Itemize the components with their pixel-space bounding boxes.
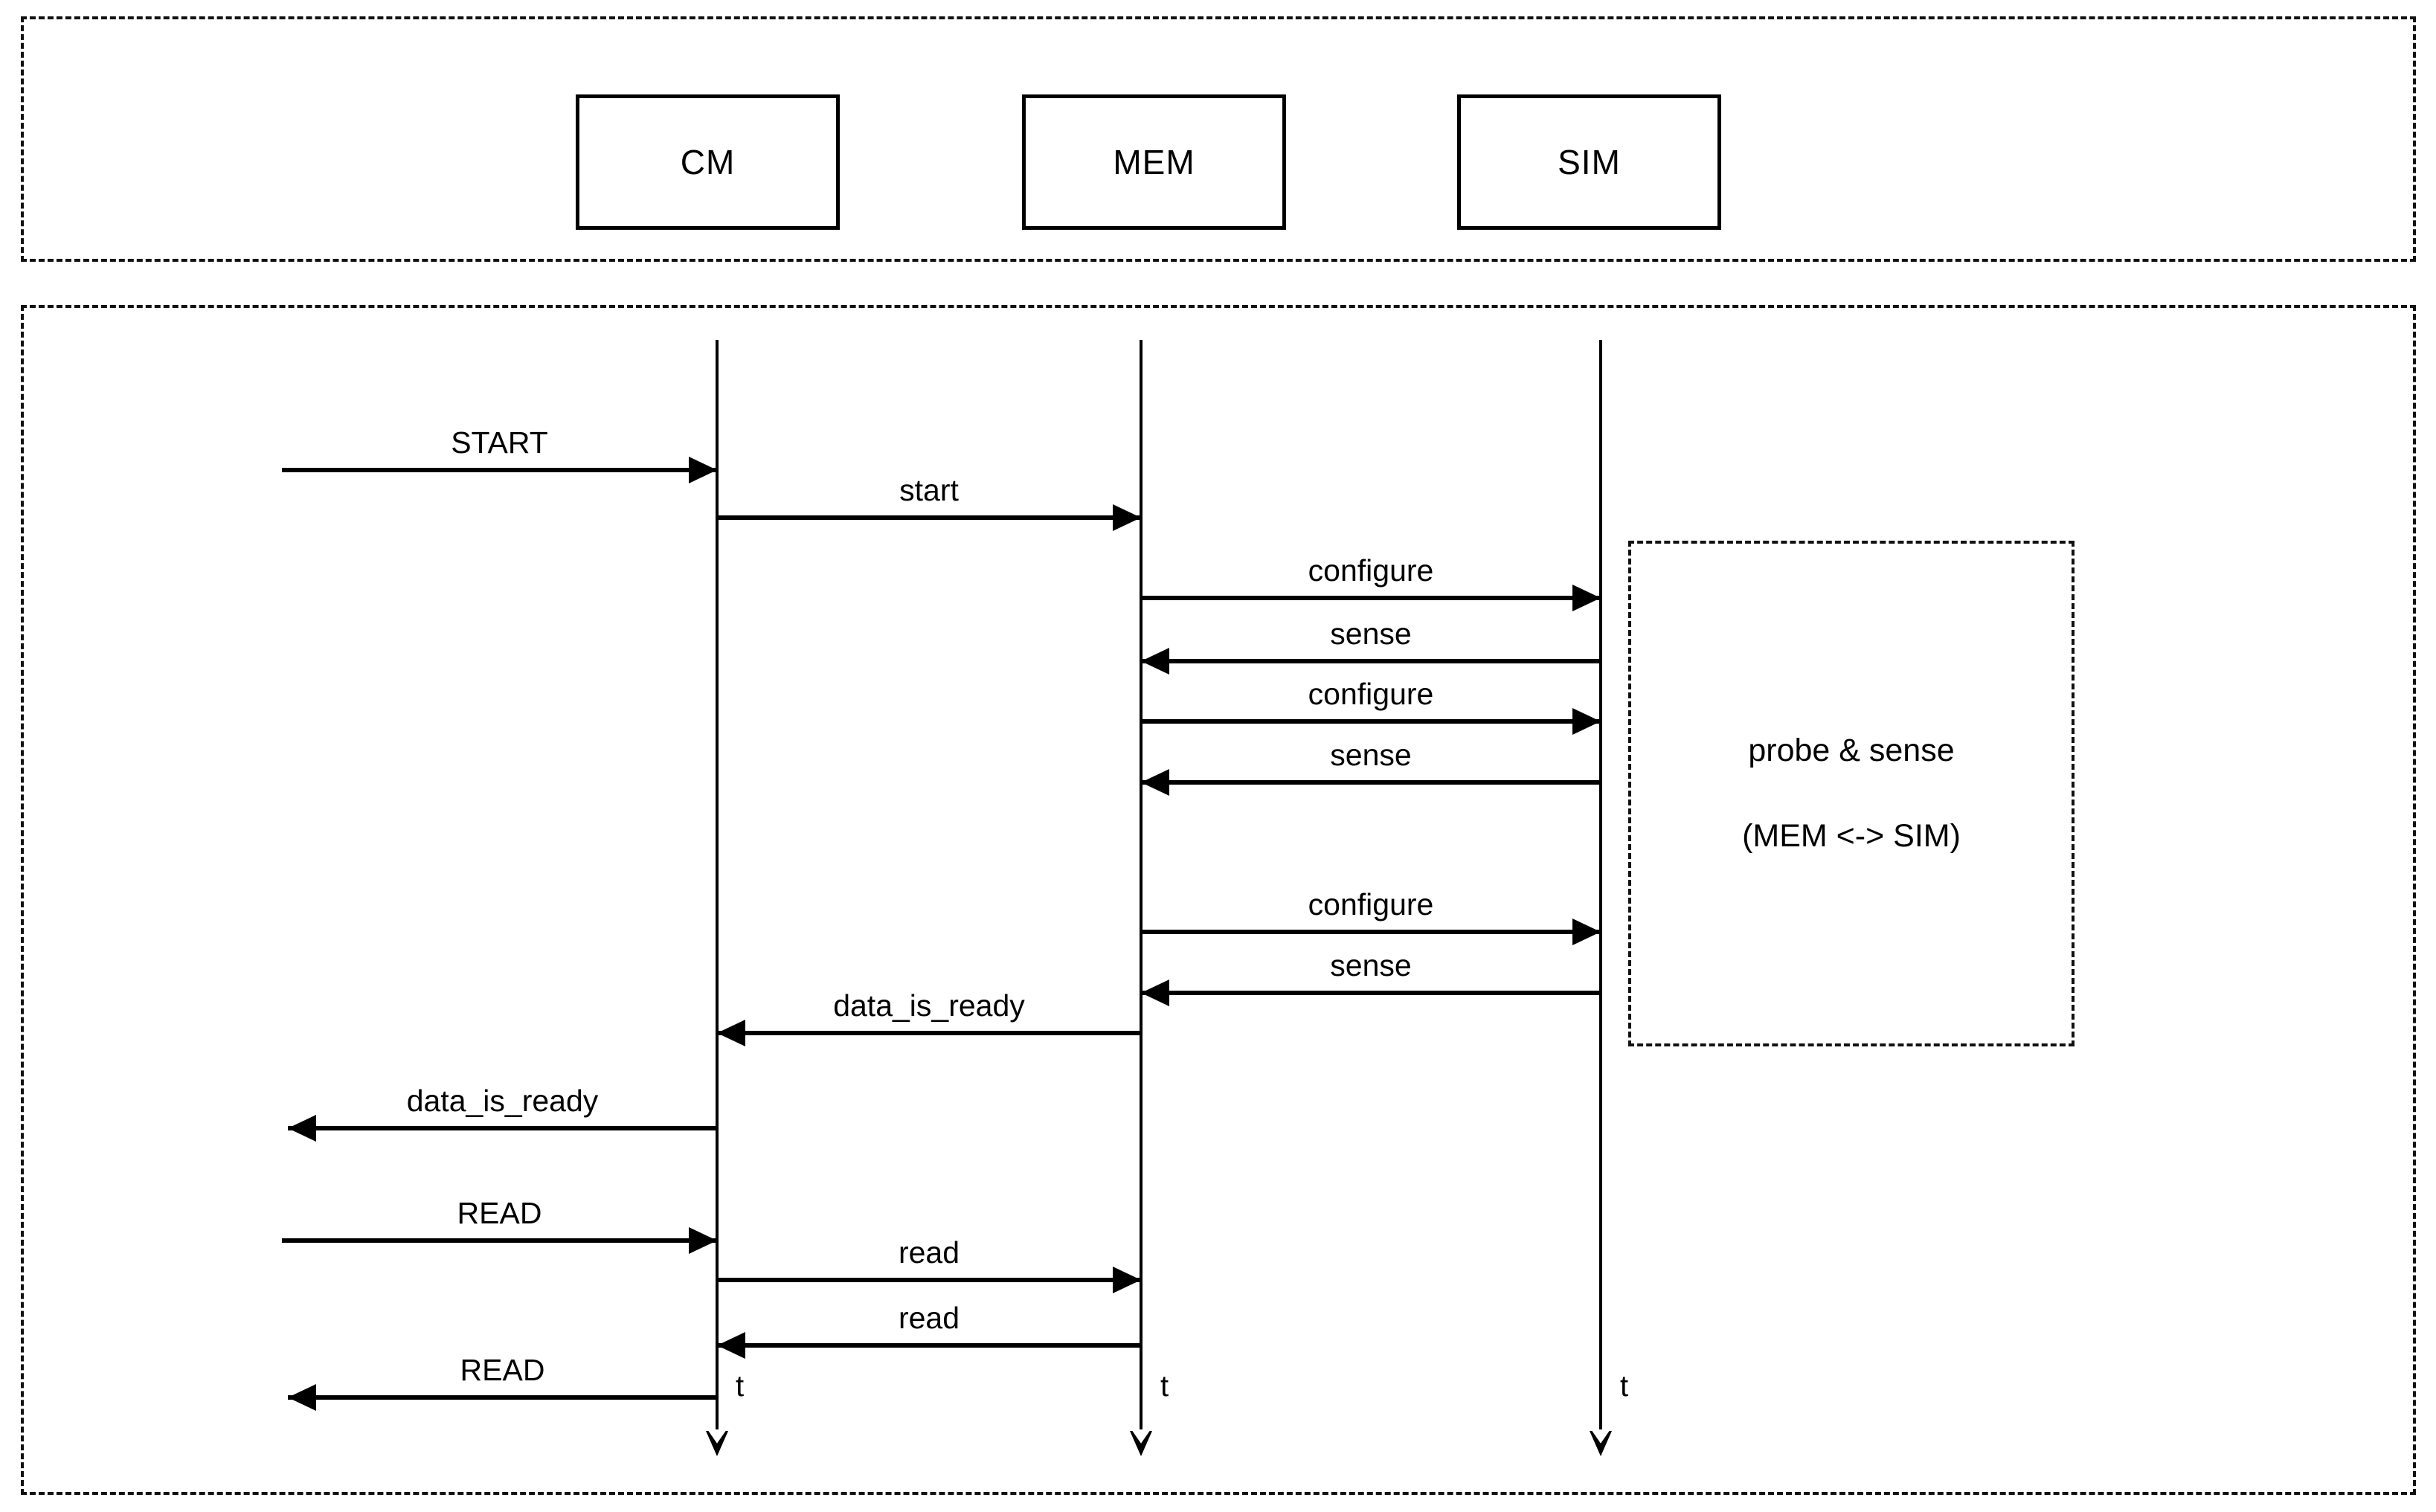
note-line-secondary: (MEM <-> SIM) (1742, 818, 1961, 854)
message-label-sense-3: sense (1330, 617, 1412, 651)
message-label-read-13: READ (460, 1353, 545, 1387)
actor-box-sim[interactable]: SIM (1457, 94, 1721, 230)
message-line-1 (717, 515, 1141, 520)
message-label-data-is-ready-8: data_is_ready (833, 988, 1025, 1023)
lifeline-end-arrow-sim (1590, 1431, 1612, 1456)
message-arrowhead-1 (1113, 504, 1141, 531)
note-probe-and-sense: probe & sense (MEM <-> SIM) (1628, 541, 2075, 1046)
message-arrowhead-11 (1113, 1267, 1141, 1293)
lifeline-end-arrow-cm (706, 1431, 728, 1456)
message-label-sense-7: sense (1330, 948, 1412, 982)
lifeline-end-arrow-mem (1130, 1431, 1152, 1456)
message-label-read-11: read (898, 1235, 960, 1270)
actor-box-cm[interactable]: CM (576, 94, 840, 230)
message-line-0 (282, 468, 717, 472)
message-line-12 (717, 1343, 1141, 1348)
message-label-configure-2: configure (1308, 553, 1434, 588)
message-arrowhead-3 (1141, 648, 1169, 675)
message-line-10 (282, 1238, 717, 1243)
actor-box-mem[interactable]: MEM (1022, 94, 1286, 230)
message-label-sense-5: sense (1330, 738, 1412, 772)
message-label-read-12: read (898, 1301, 960, 1335)
message-arrowhead-8 (717, 1020, 745, 1046)
message-label-read-10: READ (457, 1196, 542, 1230)
message-arrowhead-6 (1572, 919, 1601, 945)
message-label-start-1: start (899, 473, 959, 507)
message-arrowhead-4 (1572, 708, 1601, 735)
message-line-8 (717, 1031, 1141, 1035)
time-axis-label-2: t (1620, 1370, 1629, 1403)
message-line-7 (1141, 991, 1601, 995)
sequence-body-frame: t t t START start configure sense configure sen… (21, 305, 2416, 1495)
message-arrowhead-5 (1141, 769, 1169, 796)
message-line-9 (288, 1126, 717, 1130)
message-arrowhead-10 (689, 1227, 717, 1254)
message-arrowhead-13 (288, 1384, 316, 1411)
lifeline-mem (1140, 340, 1143, 1431)
note-line-primary: probe & sense (1748, 733, 1955, 768)
lifeline-sim (1599, 340, 1602, 1431)
lifeline-cm (716, 340, 719, 1431)
message-arrowhead-2 (1572, 585, 1601, 611)
actor-label-cm: CM (680, 143, 736, 181)
message-arrowhead-7 (1141, 979, 1169, 1006)
message-arrowhead-0 (689, 457, 717, 483)
message-label-configure-6: configure (1308, 887, 1434, 921)
message-line-6 (1141, 930, 1601, 934)
time-axis-label-1: t (1160, 1370, 1169, 1403)
message-line-5 (1141, 780, 1601, 785)
message-arrowhead-12 (717, 1332, 745, 1359)
actor-declaration-frame: CM MEM SIM (21, 16, 2416, 262)
message-label-configure-4: configure (1308, 677, 1434, 711)
actor-label-sim: SIM (1558, 143, 1621, 181)
actor-label-mem: MEM (1113, 143, 1195, 181)
message-label-data-is-ready-9: data_is_ready (406, 1084, 599, 1118)
message-line-11 (717, 1278, 1141, 1282)
time-axis-label-0: t (736, 1370, 745, 1403)
message-arrowhead-9 (288, 1115, 316, 1142)
message-line-4 (1141, 719, 1601, 724)
message-label-start-0: START (451, 425, 548, 460)
message-line-2 (1141, 596, 1601, 600)
message-line-3 (1141, 659, 1601, 663)
message-line-13 (288, 1395, 717, 1400)
